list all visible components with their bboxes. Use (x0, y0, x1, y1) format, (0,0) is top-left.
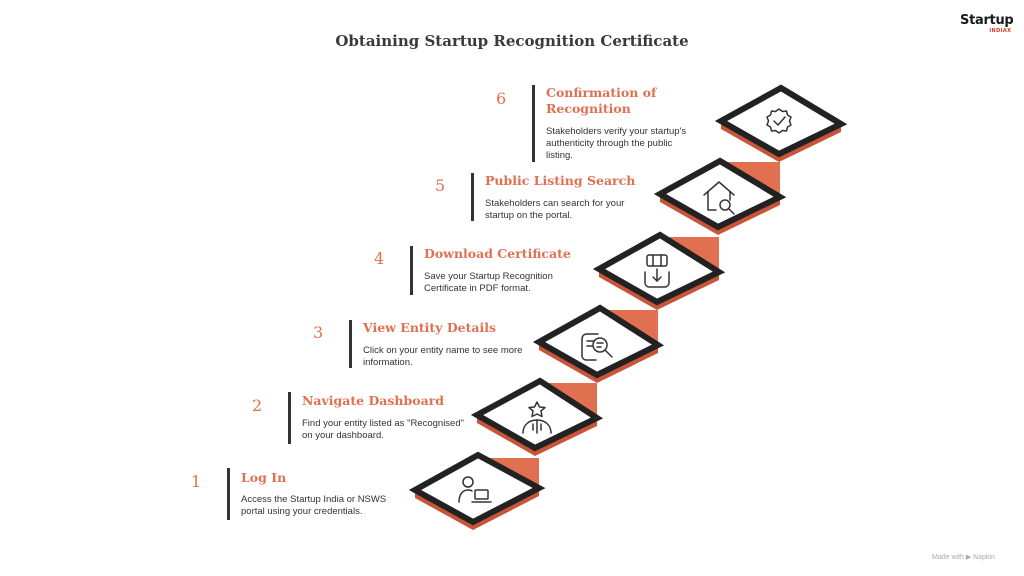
stair-tread-4 (592, 231, 726, 306)
startup-india-logo: Startup INDIAX (960, 13, 1014, 35)
step-divider (227, 468, 230, 520)
page-title: Obtaining Startup Recognition Certificat… (335, 32, 689, 50)
logo-main-text: Startup (960, 13, 1014, 28)
step-divider (349, 320, 352, 368)
step-divider (471, 173, 474, 221)
stair-tread-1 (408, 451, 546, 526)
star-person-icon (522, 401, 552, 434)
step-number: 1 (191, 472, 202, 491)
step-number: 3 (313, 323, 324, 342)
document-search-icon (581, 333, 613, 361)
step-description: Find your entity listed as "Recognised" … (302, 418, 464, 441)
step-number: 2 (252, 396, 263, 415)
stair-tread-5 (653, 157, 787, 231)
step-title: Download Certificate (424, 246, 571, 261)
step-divider (532, 85, 535, 162)
download-certificate-icon (644, 254, 670, 288)
step-description: Stakeholders can search for your startup… (485, 198, 625, 221)
step-number: 6 (496, 89, 507, 108)
step-description: Click on your entity name to see more in… (363, 345, 523, 368)
step-number: 4 (374, 249, 385, 268)
verified-badge-icon (766, 108, 792, 134)
step-description: Access the Startup India or NSWS portal … (241, 494, 387, 517)
step-divider (410, 246, 413, 295)
logo-sub-text: INDIAX (989, 28, 1012, 34)
step-title: View Entity Details (363, 320, 497, 335)
step-number: 5 (435, 176, 446, 195)
step-title: Confirmation of Recognition (546, 85, 657, 116)
step-description: Save your Startup Recognition Certificat… (424, 271, 553, 294)
step-title: Log In (241, 470, 287, 485)
house-search-icon (703, 181, 735, 215)
step-title: Public Listing Search (485, 173, 636, 188)
made-with-napkin-credit: Made with ▶ Napkin (932, 554, 995, 561)
step-divider (288, 392, 291, 444)
step-title: Navigate Dashboard (302, 393, 445, 408)
user-laptop-icon (458, 476, 492, 503)
step-description: Stakeholders verify your startup's authe… (546, 126, 687, 161)
stair-tread-3 (532, 304, 665, 379)
